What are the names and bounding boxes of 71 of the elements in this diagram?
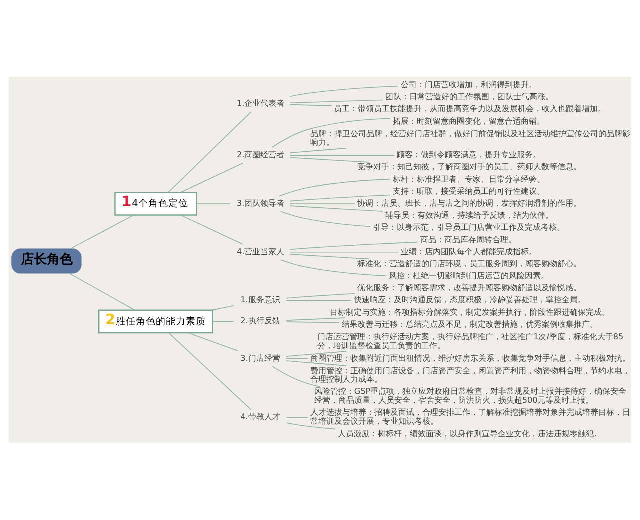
connector bbox=[286, 300, 352, 302]
node-text: 拓展：时刻留意商圈变化，留意合适商铺。 bbox=[392, 116, 545, 126]
node-text: 员工：带领员工技能提升，从而提高竞争力以及发展机会，收入也跟着增加。 bbox=[334, 104, 606, 114]
node-text: 风控：杜绝一切影响到门店运营的风险因素。 bbox=[388, 272, 549, 281]
connector bbox=[180, 163, 244, 194]
connector bbox=[286, 293, 356, 299]
node-text: 引导：以身示范，引导员工门店营业工作及完成考核。 bbox=[373, 223, 566, 232]
connector bbox=[286, 351, 348, 357]
node-text: 4.营业当家人 bbox=[236, 247, 285, 256]
node-text: 优化服务：了解顾客需求，改善提升顾客购物舒适以及愉悦感。 bbox=[357, 284, 582, 293]
connector bbox=[279, 178, 391, 197]
connector bbox=[286, 360, 348, 366]
node-text: 3.团队领导者 bbox=[236, 198, 285, 208]
connector bbox=[286, 417, 308, 418]
node-text: 人员激励：树标杆，绩效面谈，以身作则宣导企业文化，违法违规零触犯。 bbox=[338, 430, 602, 439]
connector bbox=[290, 254, 370, 260]
node-text: 公司：门店营收增加，利润得到提升。 bbox=[401, 80, 538, 90]
connector bbox=[290, 194, 391, 202]
node-text: 商圈管理：收集附近门面出租情况，维护好房东关系，收集竞争对手信息，主动积极对抗。 bbox=[310, 354, 630, 363]
connector bbox=[280, 260, 387, 277]
connector bbox=[280, 211, 372, 228]
connector bbox=[212, 306, 234, 311]
node-text: 结果改善与迁移：总结亮点及不足，制定改善措施，优秀案例收集推广。 bbox=[342, 320, 598, 329]
node-text: 协调：店员、班长，店与店之间的协调，发挥好润滑剂的作用。 bbox=[357, 198, 582, 208]
node-text: 2.执行反馈 bbox=[240, 316, 280, 326]
connector bbox=[212, 321, 234, 322]
node-text: 3.门店经营 bbox=[240, 354, 280, 363]
connector bbox=[188, 332, 238, 352]
connector bbox=[286, 318, 346, 321]
node-text: 业绩：店内团队每个人都能完成指标。 bbox=[401, 247, 538, 256]
node-text: 支持：听取，接受采纳员工的可行性建议。 bbox=[392, 186, 545, 196]
connector bbox=[68, 273, 136, 311]
node-text: 1.服务意识 bbox=[240, 296, 280, 305]
node-text: 目标制定与实施：各项指标分解落实，制定发案并执行，阶段性跟进确保完成。 bbox=[330, 308, 610, 317]
connector bbox=[286, 422, 336, 430]
connector bbox=[290, 104, 332, 106]
node-text: 1.企业代表者 bbox=[236, 99, 285, 108]
node-text: 风险管控：GSP重点项，独立应对政府日常检查，对非常规及时上报并接待好，确保安全经营，商品质量，人员安全，宿舍安全，防洪防火，损失超500元等及时上报。 bbox=[314, 387, 627, 406]
node-text: 费用管控：正确使用门店设备，门店资产安全，闲置资产利用，物资物料合理，节约水电，合理控制人力成本。 bbox=[310, 366, 630, 384]
connector bbox=[272, 118, 391, 148]
node-text: 竞争对手：知己知彼，了解商圈对手的员工、药师人数等信息。 bbox=[357, 162, 582, 172]
connector bbox=[290, 155, 395, 156]
node-text: 商品：商品库存周转合理。 bbox=[420, 235, 516, 244]
node-box: 14个角色定位 bbox=[114, 192, 198, 216]
connector bbox=[290, 86, 399, 98]
node-text: 2.商圈经营者 bbox=[236, 150, 285, 160]
connector bbox=[180, 214, 244, 245]
connector bbox=[286, 322, 340, 324]
node-box: 店长角色 bbox=[12, 248, 82, 274]
connector bbox=[168, 112, 252, 193]
connector bbox=[290, 157, 370, 163]
node-text: 团队：日常营造好的工作氛围，团队士气高涨。 bbox=[385, 92, 554, 102]
node-text: 人才选拔与培养：招聘及面试，合理安排工作，了解标准挖掘培养对象并完成培养目标，日常培训及会议开展，专业知识考核。 bbox=[310, 408, 630, 426]
node-box: 2胜任角色的能力素质 bbox=[98, 310, 214, 334]
connector bbox=[290, 206, 384, 212]
node-text: 4.带教人才 bbox=[240, 412, 280, 422]
node-text: 标准化：营造舒适的门店环境，员工服务周到，顾客购物舒心。 bbox=[357, 259, 582, 268]
connector bbox=[286, 358, 308, 360]
node-text: 标杆：标准捍卫者、专家、日常分享经验。 bbox=[392, 174, 545, 184]
connector bbox=[272, 366, 320, 388]
connector bbox=[290, 100, 384, 104]
node-text: 品牌：捍卫公司品牌，经营好门店社群，做好门前促销以及社区活动维护宣传公司的品牌影响力。 bbox=[310, 129, 630, 148]
node-text: 辅导员：有效沟通，持续给予反馈，结为伙伴。 bbox=[385, 211, 554, 220]
connector bbox=[290, 242, 418, 250]
connector bbox=[290, 252, 399, 253]
node-text: 门店运营管理：执行好活动方案，执行好品牌推广，社区推广1次/季度，标准化大于85分，培训监督检查员工负责的工作。 bbox=[318, 332, 624, 350]
connector bbox=[290, 148, 348, 154]
node-text: 顾客：做到令顾客满意，提升专业服务。 bbox=[396, 150, 541, 160]
node-text: 快速响应：及时沟通反馈，态度积极，冷静妥善处理，掌控全局。 bbox=[354, 296, 586, 305]
connector bbox=[70, 214, 134, 250]
connector bbox=[168, 332, 252, 410]
